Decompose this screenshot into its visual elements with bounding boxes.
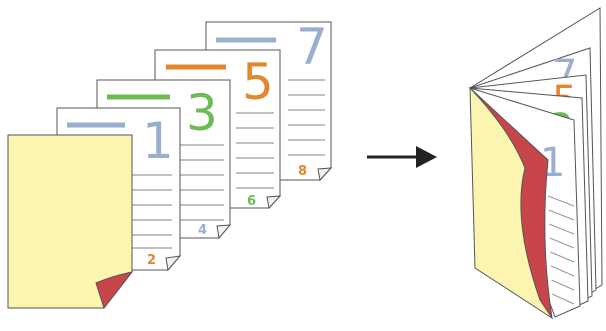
text-line: [547, 195, 575, 207]
text-line: [550, 251, 575, 263]
booklet-cover: [469, 86, 553, 319]
sheet-3-4-text-lines: [178, 144, 224, 221]
text-line: [551, 293, 575, 305]
text-line: [548, 223, 575, 235]
folded-booklet: 7 5 3 1: [469, 7, 603, 320]
sheet-3-4-curl: [216, 224, 232, 240]
sheet-1-2-big-number: 1: [142, 112, 174, 170]
sheet-1-2-curl: [165, 255, 182, 272]
sheet-5-6-curl: [266, 195, 282, 210]
sheet-7-8-small-number: 8: [298, 164, 307, 179]
right-arrow: [367, 146, 437, 168]
sheet-5-6-big-number: 5: [242, 53, 274, 111]
sheet-stack: 7 8 5 6 3 4: [7, 18, 333, 310]
cover-sheet: [7, 134, 134, 310]
text-line: [550, 265, 575, 277]
text-line: [551, 279, 575, 291]
text-line: [549, 237, 575, 249]
sheet-3-4-big-number: 3: [186, 84, 218, 142]
text-line: [548, 209, 575, 221]
arrow-head: [416, 146, 437, 168]
sheet-5-6-text-lines: [236, 112, 274, 189]
cover-sheet-red-curl: [95, 271, 134, 310]
sheet-7-8-curl: [317, 167, 333, 182]
sheet-7-8-text-lines: [288, 79, 325, 156]
sheet-1-2-small-number: 2: [147, 253, 156, 268]
sheet-5-6-small-number: 6: [247, 194, 256, 209]
sheet-3-4-small-number: 4: [198, 223, 207, 238]
booklet-text-lines: [547, 195, 575, 305]
sheet-7-8-big-number: 7: [296, 18, 328, 76]
